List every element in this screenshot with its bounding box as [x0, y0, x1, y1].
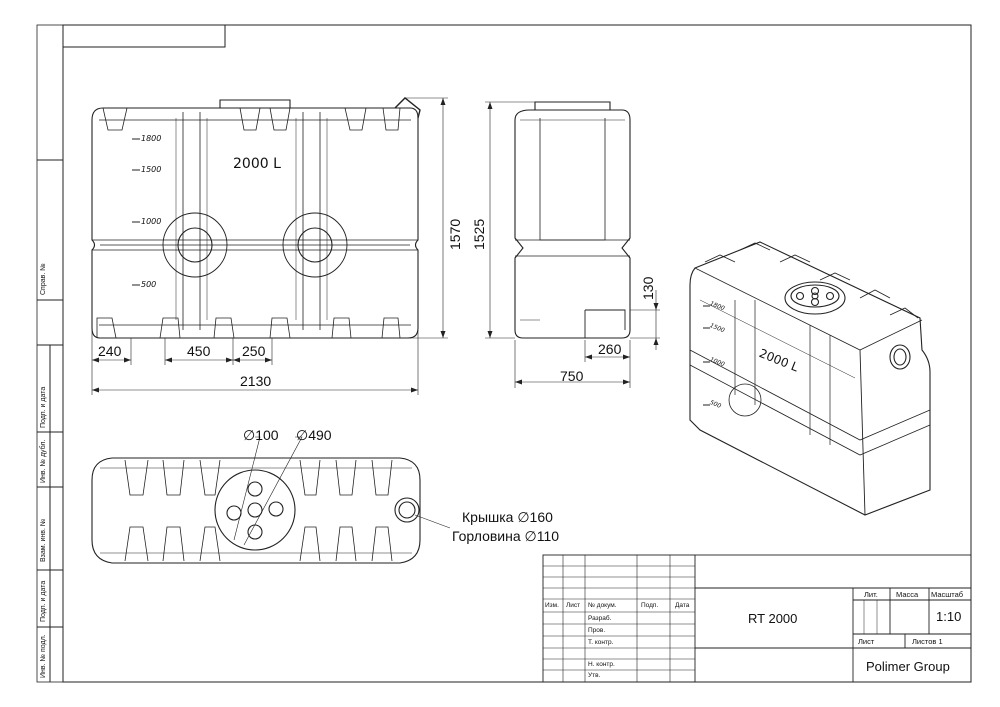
tb-col-list: Лист — [566, 602, 581, 609]
side-strip-inv-dubl: Инв. № дубл. — [40, 439, 47, 483]
tb-scale-label: Масштаб — [931, 590, 964, 599]
side-dimensions — [485, 101, 660, 388]
dim-side-foot: 260 — [598, 341, 622, 357]
title-block-frame — [542, 554, 972, 683]
note-lid: Крышка ∅160 — [462, 509, 553, 525]
side-view — [514, 101, 631, 339]
dim-front-total-length: 2130 — [240, 373, 272, 389]
side-strip-sprav-no: Справ. № — [40, 263, 47, 295]
dim-top-hatch-dia: ∅490 — [296, 427, 332, 443]
dim-side-height: 1525 — [471, 218, 487, 250]
side-strip-inv-podl: Инв. № подл. — [40, 634, 47, 678]
top-view — [91, 436, 451, 564]
level-mark-1500: 1500 — [141, 165, 162, 174]
level-mark-500: 500 — [141, 280, 157, 289]
dim-side-total-width: 750 — [560, 368, 584, 384]
tb-col-dokum: № докум. — [588, 602, 617, 609]
front-capacity-label: 2000 L — [233, 156, 281, 172]
dim-front-bottom-left: 240 — [98, 343, 122, 359]
front-dimensions — [91, 97, 448, 395]
tb-sheet-label: Лист — [858, 637, 875, 646]
tb-col-podp: Подп. — [641, 602, 659, 609]
side-strip-vzam-inv: Взам. инв. № — [40, 518, 47, 562]
tb-row-prov: Пров. — [588, 627, 606, 634]
side-arrows — [487, 102, 659, 385]
tb-row-razrab: Разраб. — [588, 615, 612, 622]
dim-top-port-dia: ∅100 — [243, 427, 279, 443]
dim-front-spacing-b: 250 — [242, 343, 266, 359]
tb-col-izm: Изм. — [545, 602, 559, 609]
tb-company: Polimer Group — [866, 659, 950, 674]
tb-designation: RT 2000 — [748, 611, 798, 626]
tb-sheets-label: Листов 1 — [912, 637, 943, 646]
tb-lit-label: Лит. — [864, 590, 878, 599]
tb-mass-label: Масса — [896, 590, 919, 599]
dim-side-ledge: 130 — [640, 276, 656, 300]
tb-row-nkontr: Н. контр. — [588, 661, 615, 668]
tb-row-tkontr: Т. контр. — [588, 639, 614, 646]
dim-front-height: 1570 — [447, 218, 463, 250]
tb-scale-value: 1:10 — [936, 609, 962, 624]
dim-front-spacing-a: 450 — [187, 343, 211, 359]
tb-col-data: Дата — [675, 602, 690, 609]
level-mark-1000: 1000 — [141, 217, 162, 226]
sheet-frame — [36, 24, 972, 683]
isometric-view — [689, 241, 931, 516]
level-mark-1800: 1800 — [141, 134, 162, 143]
side-strip-podp-data-1: Подп. и дата — [40, 386, 47, 428]
note-neck: Горловина ∅110 — [452, 528, 560, 544]
tb-row-utv: Утв. — [588, 672, 601, 679]
side-strip-podp-data-2: Подп. и дата — [40, 580, 47, 622]
